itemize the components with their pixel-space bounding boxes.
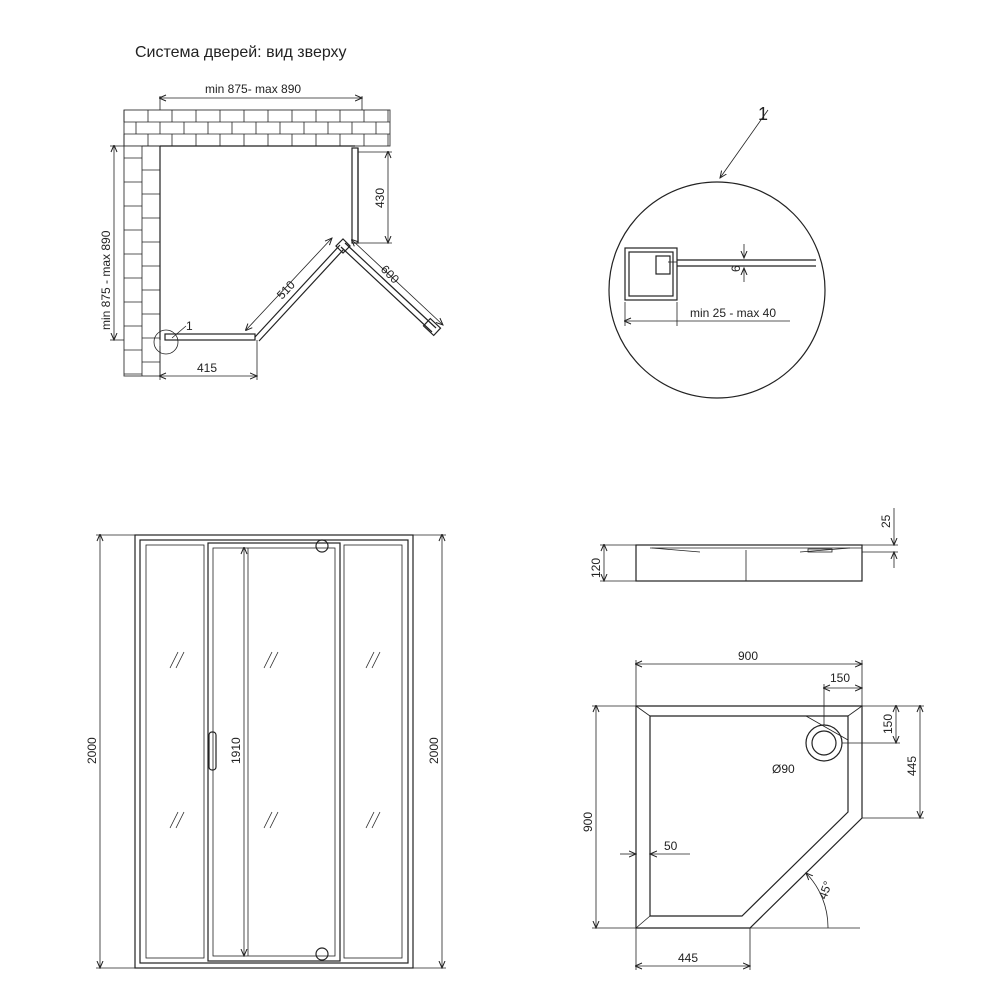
plan-door-fixed-label: 510 [274, 278, 298, 302]
detail-callout-circle [153, 329, 179, 355]
plan-view: 1 min 875- max 890 min 875 - max 890 430… [99, 82, 443, 380]
tray-side-height: 120 [589, 558, 603, 578]
tray-side-view: 120 25 [589, 508, 898, 581]
drain-diameter-label: Ø90 [772, 762, 795, 776]
detail-callout-number: 1 [758, 104, 768, 124]
tray-angle-label: 45° [816, 879, 835, 901]
plan-height-label: min 875 - max 890 [99, 230, 113, 330]
plan-right-wall-label: 430 [373, 188, 387, 208]
detail-range-label: min 25 - max 40 [690, 306, 776, 320]
plan-width-label: min 875- max 890 [205, 82, 301, 96]
tray-side-lip: 25 [879, 514, 893, 528]
brick-wall-top [123, 109, 391, 147]
plan-door-open-label: 600 [378, 262, 402, 286]
drain-offset-y-label: 150 [881, 714, 895, 734]
front-right-height: 2000 [427, 737, 441, 764]
tray-height-label: 900 [581, 812, 595, 832]
detail-view: 1 6 min 25 - max 40 [608, 104, 826, 399]
front-left-height: 2000 [85, 737, 99, 764]
detail-gap-label: 6 [729, 265, 743, 272]
detail-callout-label: 1 [186, 319, 193, 333]
front-door-height: 1910 [229, 737, 243, 764]
drain-offset-x-label: 150 [830, 671, 850, 685]
tray-width-label: 900 [738, 649, 758, 663]
tray-side-bottom-label: 445 [678, 951, 698, 965]
brick-wall-left [123, 145, 161, 377]
front-view: 2000 2000 1910 [85, 535, 446, 968]
tray-top-view: 900 150 150 445 Ø90 900 50 445 45° [581, 649, 924, 970]
tray-rim-label: 50 [664, 839, 678, 853]
tray-side-right-label: 445 [905, 756, 919, 776]
plan-bottom-label: 415 [197, 361, 217, 375]
diagram-title: Система дверей: вид зверху [135, 44, 347, 61]
